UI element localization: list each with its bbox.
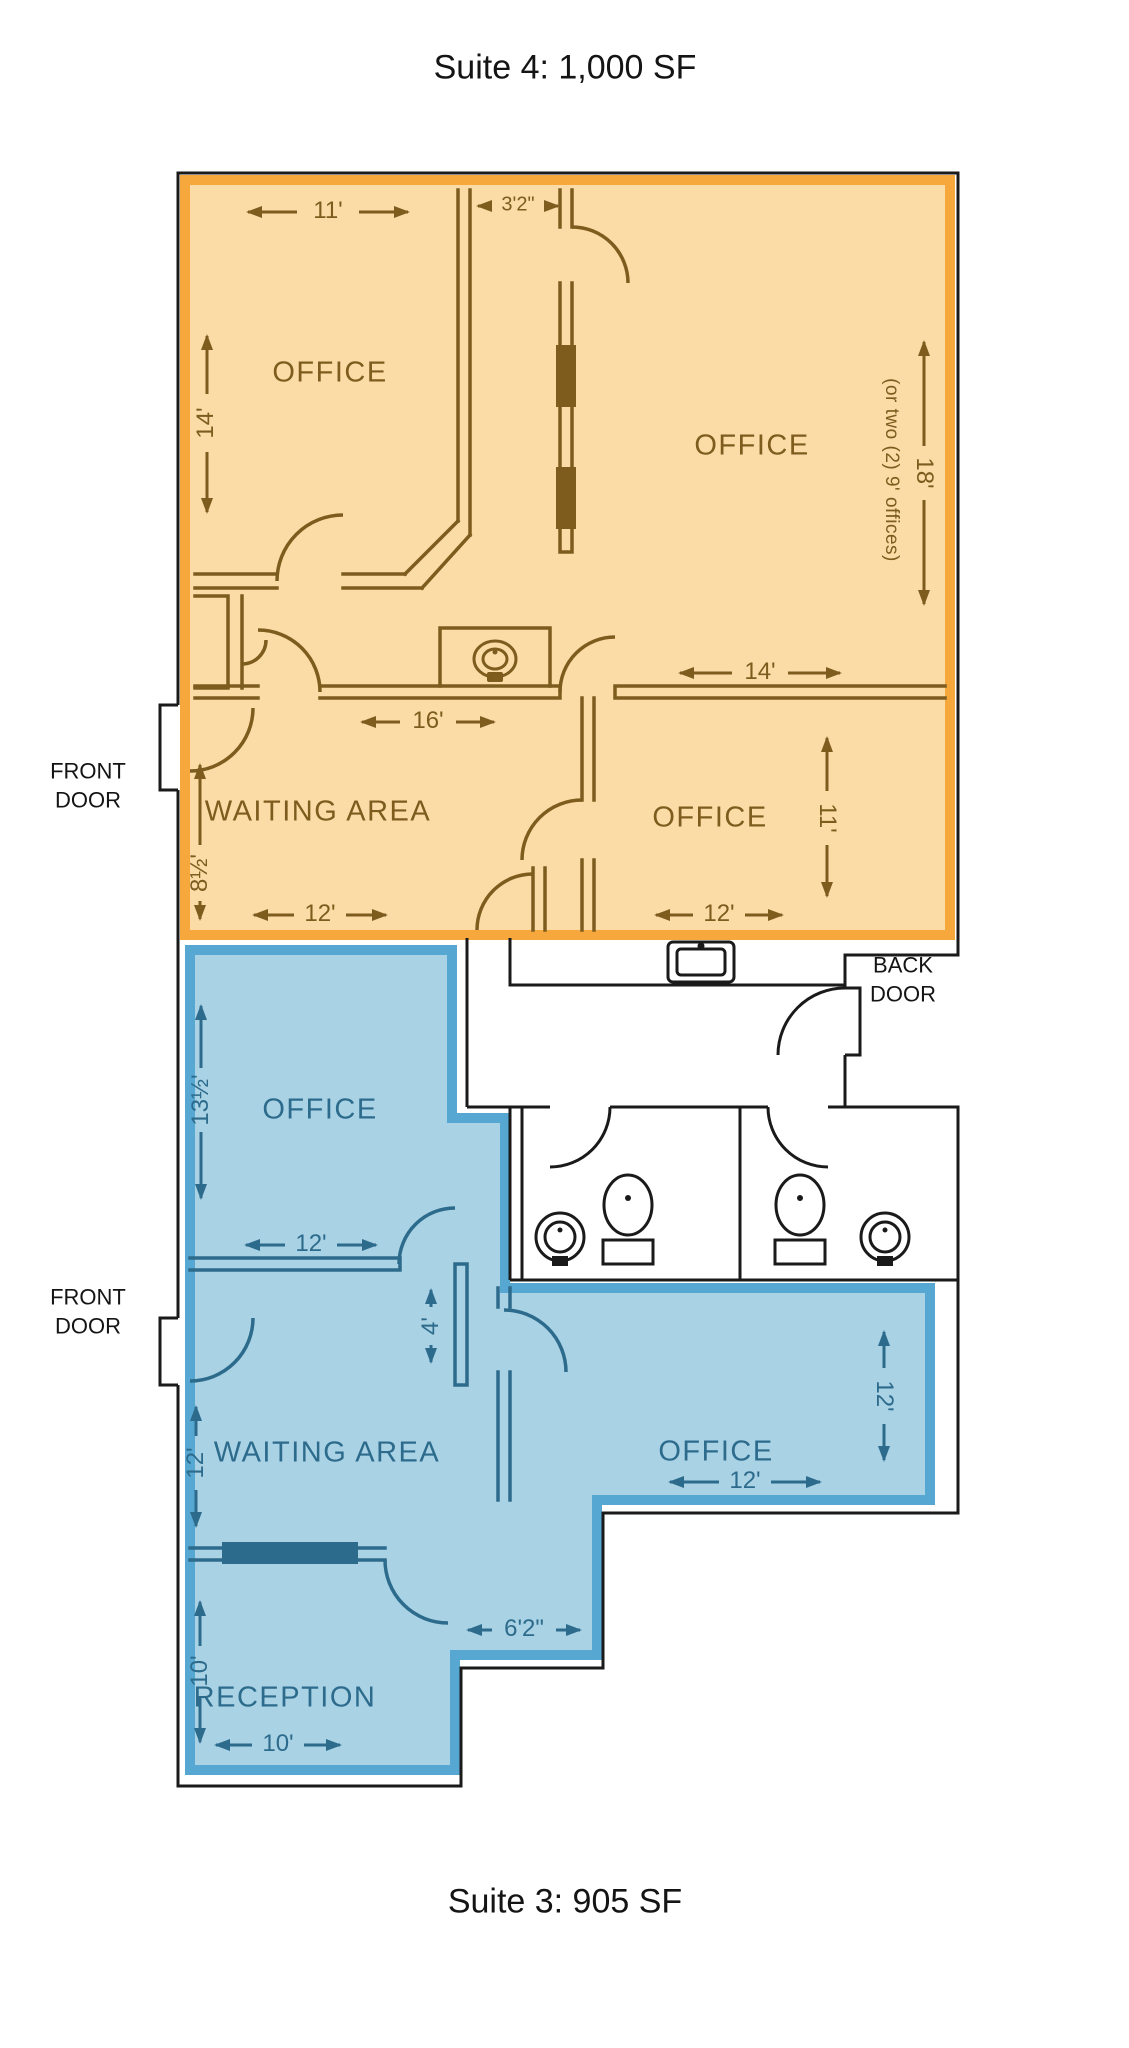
suite3-walls bbox=[188, 1256, 512, 1564]
dim-s4-hall-width: 3'2" bbox=[501, 193, 535, 216]
building-outline bbox=[158, 171, 960, 1788]
suite3-doors bbox=[189, 1206, 568, 1625]
back-door-arc bbox=[776, 986, 846, 1056]
door-arc-front-door-2 bbox=[189, 1317, 255, 1383]
dim-s3-office-tl-width: 12' bbox=[295, 1230, 327, 1257]
door-arc-hallway bbox=[475, 872, 534, 931]
suite4-region bbox=[180, 175, 955, 940]
suite3-office-top-left-label: OFFICE bbox=[262, 1093, 378, 1126]
door-arc-closet bbox=[241, 639, 268, 666]
suite3-office-right-label: OFFICE bbox=[658, 1435, 774, 1468]
counter-sink-icon bbox=[666, 940, 736, 984]
door-arc-office-tl-s3 bbox=[397, 1206, 456, 1265]
suite4-dimension-arrows bbox=[194, 200, 930, 921]
suite4-office-top-left-label: OFFICE bbox=[272, 356, 388, 389]
bathroom-toilet-icon-2 bbox=[773, 1173, 827, 1266]
front-door-frame bbox=[158, 703, 178, 792]
suite4-office-bottom-right-label: OFFICE bbox=[652, 801, 768, 834]
hallway-walls bbox=[465, 938, 845, 1107]
suite3-reception-label: RECEPTION bbox=[193, 1681, 377, 1714]
door-arc-office-br-side bbox=[520, 798, 583, 861]
suite3-dimension-arrows bbox=[190, 1004, 890, 1751]
suite3-waiting-area-label: WAITING AREA bbox=[213, 1436, 441, 1469]
dim-s4-office-tr-height: 18' bbox=[911, 457, 938, 489]
dim-s4-entry-wall: 8½' bbox=[186, 854, 213, 892]
back-door-frame bbox=[845, 986, 862, 1057]
dim-s4-office-tl-width: 11' bbox=[313, 197, 343, 224]
suite4-doors bbox=[189, 225, 630, 931]
dim-s3-office-tl-height: 13½' bbox=[187, 1074, 214, 1126]
dim-s3-waiting-height: 12' bbox=[182, 1447, 209, 1479]
dim-s4-office-br-top: 14' bbox=[744, 658, 776, 685]
suite3-region bbox=[185, 945, 935, 1775]
dim-s3-reception-height: 10' bbox=[186, 1655, 213, 1687]
dim-s4-office-tl-height: 14' bbox=[192, 407, 219, 439]
back-door-label: BACK DOOR bbox=[870, 952, 936, 1006]
bathroom-sink-icon-2 bbox=[859, 1211, 911, 1266]
dim-s3-passage-width: 6'2" bbox=[504, 1615, 544, 1642]
dim-s3-office-right-width: 12' bbox=[729, 1467, 761, 1494]
reception-window bbox=[222, 1542, 358, 1564]
bathroom-toilet-icon-1 bbox=[601, 1173, 655, 1266]
suite4-title: Suite 4: 1,000 SF bbox=[433, 48, 697, 87]
suite3-title: Suite 3: 905 SF bbox=[447, 1882, 683, 1921]
door-arc-office-right-s3 bbox=[503, 1308, 568, 1373]
suite4-toilet-icon bbox=[472, 639, 518, 682]
dim-s4-office-br-height: 11' bbox=[814, 803, 841, 833]
front-door-label-suite3: FRONT DOOR bbox=[50, 1284, 126, 1338]
dim-s3-reception-width: 10' bbox=[262, 1730, 294, 1757]
bathroom-walls bbox=[467, 1105, 958, 1282]
door-arc-office-tr bbox=[571, 225, 630, 284]
door-arc-office-br-top bbox=[558, 635, 616, 693]
suite4-walls bbox=[193, 188, 947, 932]
door-arc-reception bbox=[383, 1559, 449, 1625]
dim-s4-waiting-width: 16' bbox=[412, 707, 444, 734]
dim-s4-waiting-bottom: 12' bbox=[304, 900, 336, 927]
door-arc-office-tl bbox=[275, 513, 344, 582]
suite4-office-top-right-label: OFFICE bbox=[694, 429, 810, 462]
suite4-waiting-area-label: WAITING AREA bbox=[204, 795, 432, 828]
dim-s3-office-right-height: 12' bbox=[871, 1380, 898, 1412]
bathroom-sink-icon-1 bbox=[534, 1211, 586, 1266]
front-door-2-frame bbox=[158, 1316, 178, 1387]
bathroom-fixtures bbox=[534, 1173, 911, 1266]
bathroom-door-arc-1 bbox=[549, 1106, 612, 1169]
dim-s3-hall-wall: 4' bbox=[417, 1317, 444, 1335]
door-arc-waiting bbox=[257, 628, 322, 693]
dim-s4-office-br-width: 12' bbox=[703, 900, 735, 927]
front-door-label-suite4: FRONT DOOR bbox=[50, 758, 126, 812]
bathroom-door-arc-2 bbox=[766, 1106, 829, 1169]
dim-s4-office-tr-note: (or two (2) 9' offices) bbox=[881, 378, 902, 562]
